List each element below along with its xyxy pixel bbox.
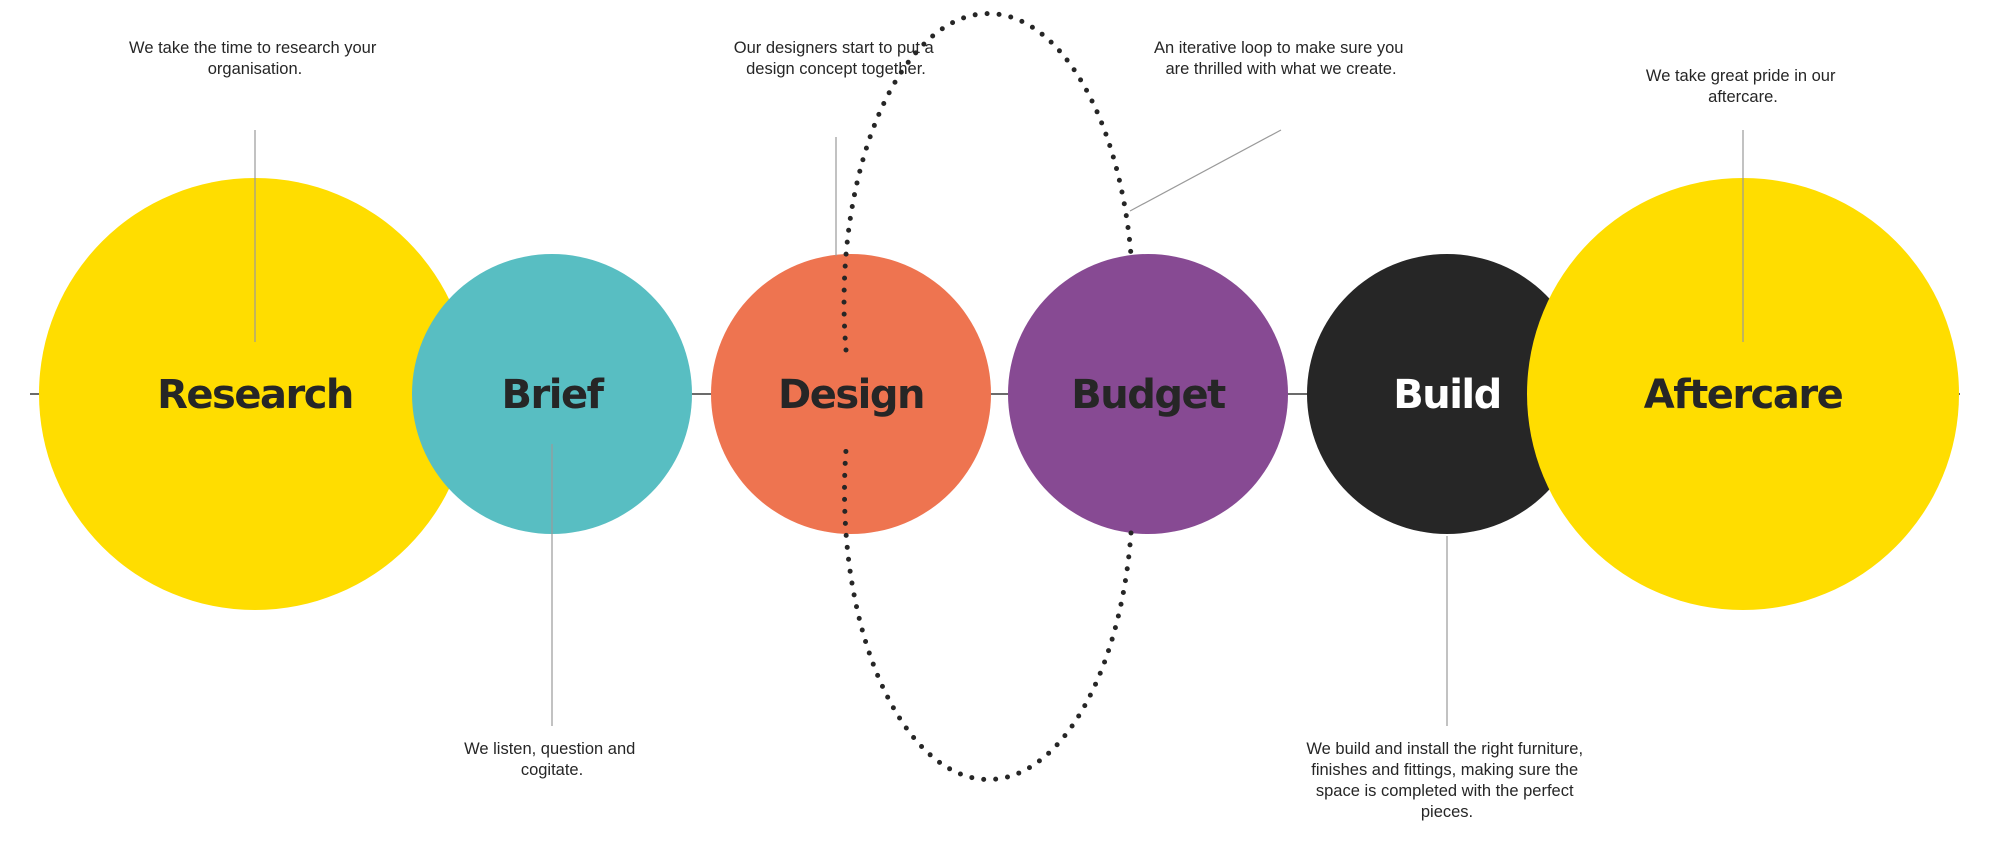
aftercare-label: Aftercare [1644, 372, 1843, 418]
aftercare-description: We take great pride in our aftercare. [1646, 67, 1840, 106]
research-label: Research [157, 372, 353, 418]
design-label: Design [778, 372, 924, 418]
build-circle [1307, 254, 1587, 534]
build-label: Build [1393, 372, 1501, 418]
brief-label: Brief [502, 372, 605, 418]
brief-circle [412, 254, 692, 534]
research-description: We take the time to research your organi… [129, 39, 381, 78]
aftercare-circle [1527, 178, 1959, 610]
iterative-loop-lower [841, 447, 1134, 783]
design-description: Our designers start to put a design conc… [734, 39, 939, 78]
build-description: We build and install the right furniture… [1306, 740, 1587, 821]
research-circle [39, 178, 471, 610]
loop-leader [1129, 129, 1282, 212]
budget-circle [1008, 254, 1288, 534]
brief-description: We listen, question and cogitate. [464, 740, 640, 779]
loop-description: An iterative loop to make sure you are t… [1154, 39, 1408, 78]
design-circle [711, 254, 991, 534]
budget-label: Budget [1071, 372, 1226, 418]
iterative-loop-upper [841, 11, 1134, 353]
